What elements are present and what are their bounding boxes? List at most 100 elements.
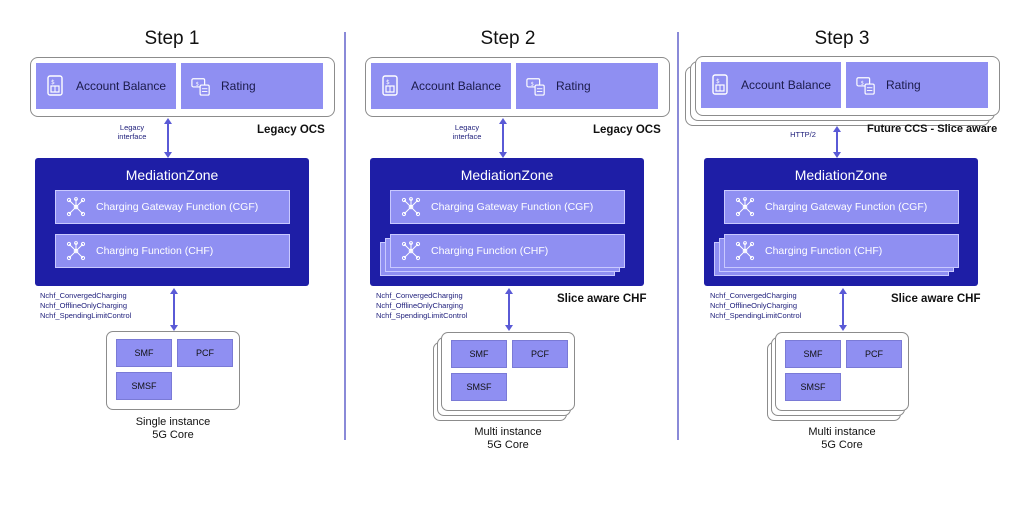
connector-ocs-mz (167, 122, 169, 156)
money-calculator-icon: $ (191, 78, 210, 96)
svg-text:$: $ (861, 81, 865, 87)
network-nodes-icon (66, 197, 86, 217)
link-label-line-2: interface (452, 132, 482, 141)
core-label-line-1: Multi instance (808, 426, 876, 438)
slice-label: Slice aware CHF (891, 293, 981, 305)
step-title: Step 1 (144, 28, 200, 49)
interface-list: Nchf_ConvergedCharging Nchf_OfflineOnlyC… (376, 291, 467, 321)
account-balance-label: Account Balance (76, 79, 167, 93)
arrow-up (170, 288, 178, 294)
interface-offline: Nchf_OfflineOnlyCharging (710, 301, 797, 310)
mediationzone-title: MediationZone (794, 167, 888, 183)
interface-spending: Nchf_SpendingLimitControl (376, 311, 468, 320)
cgf-block: Charging Gateway Function (CGF) (390, 190, 625, 224)
account-balance-tile: $ Account Balance (371, 63, 511, 109)
step-title: Step 3 (814, 28, 870, 49)
cgf-label: Charging Gateway Function (CGF) (431, 201, 594, 213)
connector-ocs-mz (836, 130, 838, 156)
cgf-label: Charging Gateway Function (CGF) (765, 201, 928, 213)
link-label: HTTP/2 (778, 130, 828, 139)
rating-label: Rating (886, 78, 921, 92)
rating-label: Rating (221, 79, 256, 93)
svg-text:$: $ (51, 79, 55, 86)
arrow-up (839, 288, 847, 294)
ocs-label: Legacy OCS (257, 124, 325, 136)
account-balance-label: Account Balance (411, 79, 502, 93)
interface-converged: Nchf_ConvergedCharging (710, 291, 797, 300)
step-divider-1 (344, 32, 346, 440)
link-label: Legacy interface (442, 123, 492, 141)
core-label-line-1: Single instance (135, 416, 211, 428)
network-nodes-icon (401, 241, 421, 261)
nf-pcf: PCF (512, 340, 568, 368)
chf-label: Charging Function (CHF) (765, 245, 883, 257)
core-label: Multi instance 5G Core (762, 426, 922, 452)
svg-text:$: $ (386, 79, 390, 86)
chf-label: Charging Function (CHF) (431, 245, 549, 257)
connector-mz-core (173, 292, 175, 328)
network-nodes-icon (401, 197, 421, 217)
network-nodes-icon (66, 241, 86, 261)
slice-label: Slice aware CHF (557, 293, 647, 305)
core-label-line-2: 5G Core (152, 429, 194, 441)
arrow-down (499, 152, 507, 158)
arrow-up (505, 288, 513, 294)
interface-list: Nchf_ConvergedCharging Nchf_OfflineOnlyC… (710, 291, 801, 321)
cgf-block: Charging Gateway Function (CGF) (55, 190, 290, 224)
interface-list: Nchf_ConvergedCharging Nchf_OfflineOnlyC… (40, 291, 131, 321)
core-label-line-2: 5G Core (487, 439, 529, 451)
cgf-block: Charging Gateway Function (CGF) (724, 190, 959, 224)
ledger-icon: $ (382, 75, 398, 96)
ocs-label: Future CCS - Slice aware (867, 123, 998, 135)
arrow-down (164, 152, 172, 158)
rating-tile: $ Rating (516, 63, 658, 109)
chf-block: Charging Function (CHF) (390, 234, 625, 268)
ocs-label: Legacy OCS (593, 124, 661, 136)
rating-tile: $ Rating (846, 62, 988, 108)
money-calculator-icon: $ (526, 78, 545, 96)
nf-pcf: PCF (177, 339, 233, 367)
arrow-down (505, 325, 513, 331)
account-balance-tile: $ Account Balance (701, 62, 841, 108)
arrow-up (164, 118, 172, 124)
account-balance-tile: $ Account Balance (36, 63, 176, 109)
money-calculator-icon: $ (856, 77, 875, 95)
chf-block: Charging Function (CHF) (55, 234, 290, 268)
cgf-label: Charging Gateway Function (CGF) (96, 201, 259, 213)
interface-converged: Nchf_ConvergedCharging (376, 291, 463, 300)
interface-converged: Nchf_ConvergedCharging (40, 291, 127, 300)
step-2-panel: Step 2 $ Account Balance $ Rating Legacy… (343, 0, 673, 515)
connector-mz-core (842, 292, 844, 328)
network-nodes-icon (735, 197, 755, 217)
step-divider-2 (677, 32, 679, 440)
arrow-up (499, 118, 507, 124)
ledger-icon: $ (712, 74, 728, 95)
interface-offline: Nchf_OfflineOnlyCharging (376, 301, 463, 310)
arrow-down (170, 325, 178, 331)
arrow-down (833, 152, 841, 158)
network-nodes-icon (735, 241, 755, 261)
core-label-line-2: 5G Core (821, 439, 863, 451)
core-label: Single instance 5G Core (93, 416, 253, 442)
interface-offline: Nchf_OfflineOnlyCharging (40, 301, 127, 310)
nf-smsf: SMSF (451, 373, 507, 401)
link-label-line-1: Legacy (454, 123, 480, 132)
ledger-icon: $ (47, 75, 63, 96)
link-label: Legacy interface (107, 123, 157, 141)
step-1-panel: Step 1 $ Account Balance $ Rating Legacy… (7, 0, 337, 515)
arrow-down (839, 325, 847, 331)
link-label-line-1: HTTP/2 (790, 130, 816, 139)
arrow-up (833, 126, 841, 132)
rating-tile: $ Rating (181, 63, 323, 109)
mediationzone-title: MediationZone (125, 167, 219, 183)
chf-label: Charging Function (CHF) (96, 245, 214, 257)
nf-smf: SMF (116, 339, 172, 367)
nf-smf: SMF (785, 340, 841, 368)
svg-text:$: $ (716, 78, 720, 85)
nf-pcf: PCF (846, 340, 902, 368)
interface-spending: Nchf_SpendingLimitControl (710, 311, 802, 320)
step-title: Step 2 (480, 28, 536, 49)
chf-block: Charging Function (CHF) (724, 234, 959, 268)
account-balance-label: Account Balance (741, 78, 832, 92)
link-label-line-1: Legacy (119, 123, 145, 132)
